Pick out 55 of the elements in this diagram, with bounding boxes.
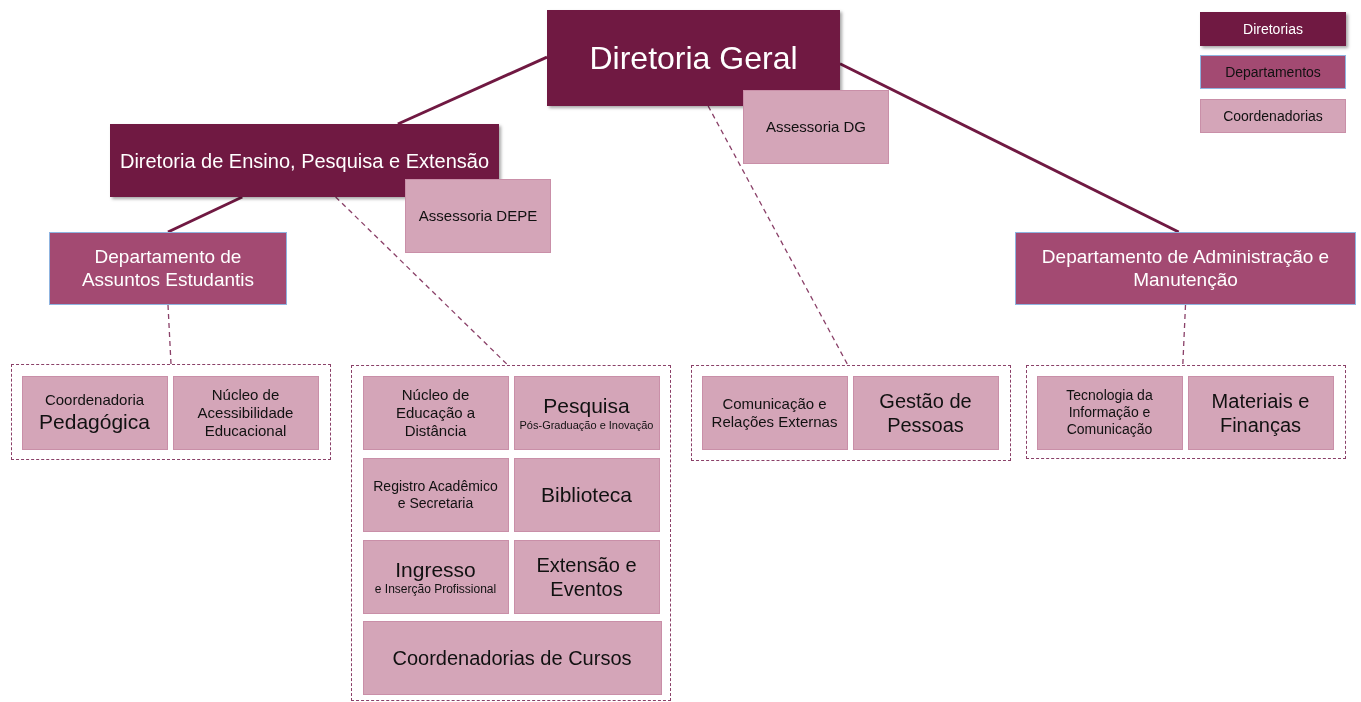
coordination-box [1187,375,1334,450]
group-frame [11,364,331,460]
coordination-box [405,179,551,253]
group-frame [351,365,671,701]
department-box [1015,232,1356,305]
coordination-box [21,375,168,450]
box-label: Ingresso [395,556,476,582]
box-label: Tecnologia da Informação e Comunicação [1065,387,1154,438]
group-frame [691,365,1011,461]
coordination-box [1036,375,1183,450]
box-label: Assessoria DEPE [418,207,538,225]
coordination-box [513,539,660,614]
department-box [49,232,287,305]
dashed-connector [707,105,849,366]
legend-item: Coordenadorias [1200,99,1346,133]
box-label: Pós-Graduação e Inovação [519,418,654,432]
box-label: Núcleo de Acessibilidade Educacional [196,385,295,440]
coordination-box [701,375,848,450]
dashed-connector [167,304,172,365]
coordination-box [362,539,509,614]
legend-item: Departamentos [1200,55,1346,89]
director-box [547,10,840,106]
box-label: Diretoria Geral [589,38,798,78]
coordination-box [362,457,509,532]
box-label: Coordenadorias de Cursos [392,645,632,670]
coordination-box [513,457,660,532]
dashed-connector [334,196,509,366]
box-label: Materiais e Finanças [1210,388,1311,437]
coordination-box [852,375,999,450]
box-label: Registro Acadêmico e Secretaria [372,477,499,512]
connector-line [397,55,548,126]
legend-item: Diretorias [1200,12,1346,46]
box-label: Núcleo de Educação a Distância [394,385,477,440]
director-box [110,124,499,197]
group-frame [1026,365,1346,459]
connector-line [839,62,1180,234]
box-label: Departamento de Assuntos Estudantis [80,245,256,292]
box-label: Pedagógica [39,408,150,435]
connector-line [167,195,243,234]
box-label: Pesquisa [543,393,630,419]
box-label: Extensão e Eventos [535,552,638,601]
dashed-connector [1182,304,1187,366]
coordination-box [743,90,889,164]
box-label: Coordenadoria [44,390,145,409]
box-label: Comunicação e Relações Externas [710,394,839,431]
box-label: e Inserção Profissional [374,581,497,597]
coordination-box [362,620,662,695]
coordination-box [513,375,660,450]
box-label: Diretoria de Ensino, Pesquisa e Extensão [119,148,490,173]
box-label: Biblioteca [540,481,633,508]
box-label: Gestão de Pessoas [878,388,973,437]
coordination-box [362,375,509,450]
box-label: Assessoria DG [766,118,866,136]
box-label: Departamento de Administração e Manutenção [1040,245,1331,292]
coordination-box [172,375,319,450]
